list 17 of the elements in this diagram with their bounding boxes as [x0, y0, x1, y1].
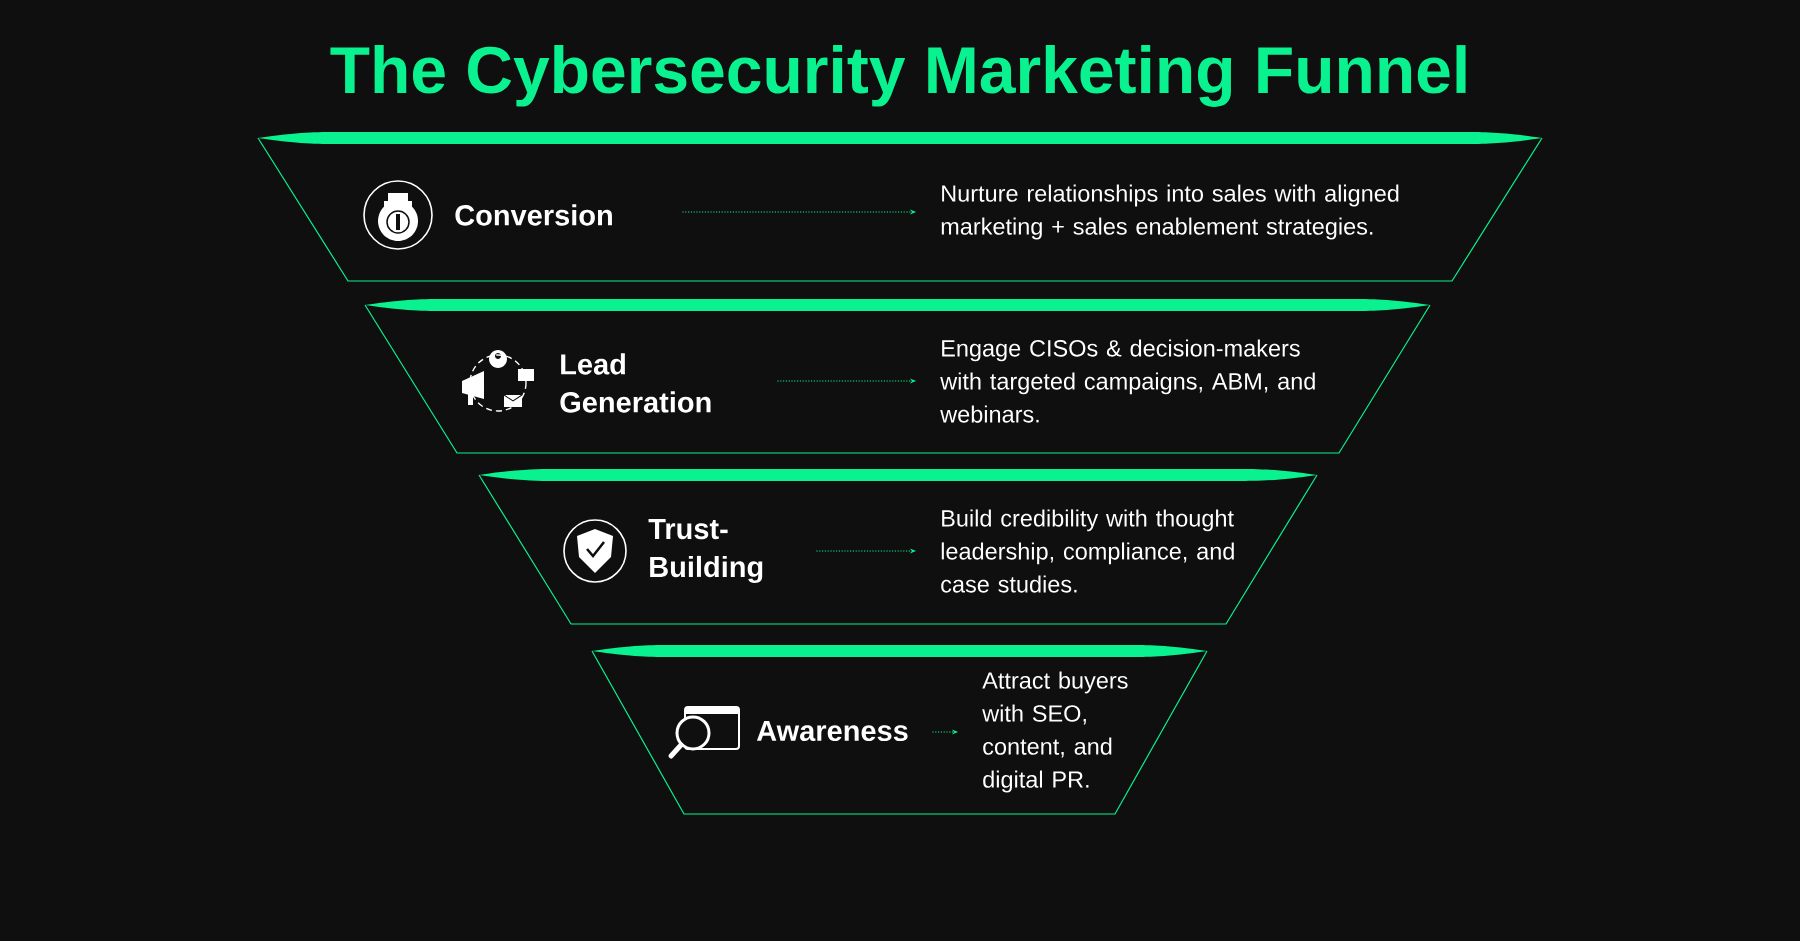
- stage-heading: Awareness: [756, 720, 908, 742]
- title: The Cybersecurity Marketing Funnel: [330, 45, 1466, 107]
- stage-description: Attract buyers with SEO, content, and digital PR.: [982, 671, 1128, 793]
- stage-heading: Lead Generation: [560, 353, 711, 413]
- funnel-band: [257, 132, 1543, 282]
- arrow: [815, 549, 916, 553]
- stage-description: Engage CISOs & decision-makers with targeted campaigns, ABM, and webinars.: [940, 339, 1315, 423]
- funnel-band: [591, 645, 1208, 815]
- stage-description: Build credibility with thought leadership, compliance, and case studies.: [941, 509, 1234, 593]
- stage-heading: Trust-Building: [648, 518, 763, 584]
- stage-description: Nurture relationships into sales with aligned marketing + sales enablement strategies.: [941, 184, 1399, 240]
- funnel-band: [364, 299, 1431, 454]
- arrow: [776, 379, 916, 383]
- funnel-band: [478, 469, 1318, 625]
- arrow: [931, 730, 958, 734]
- arrow: [681, 210, 916, 214]
- stage-heading: Conversion: [455, 204, 612, 226]
